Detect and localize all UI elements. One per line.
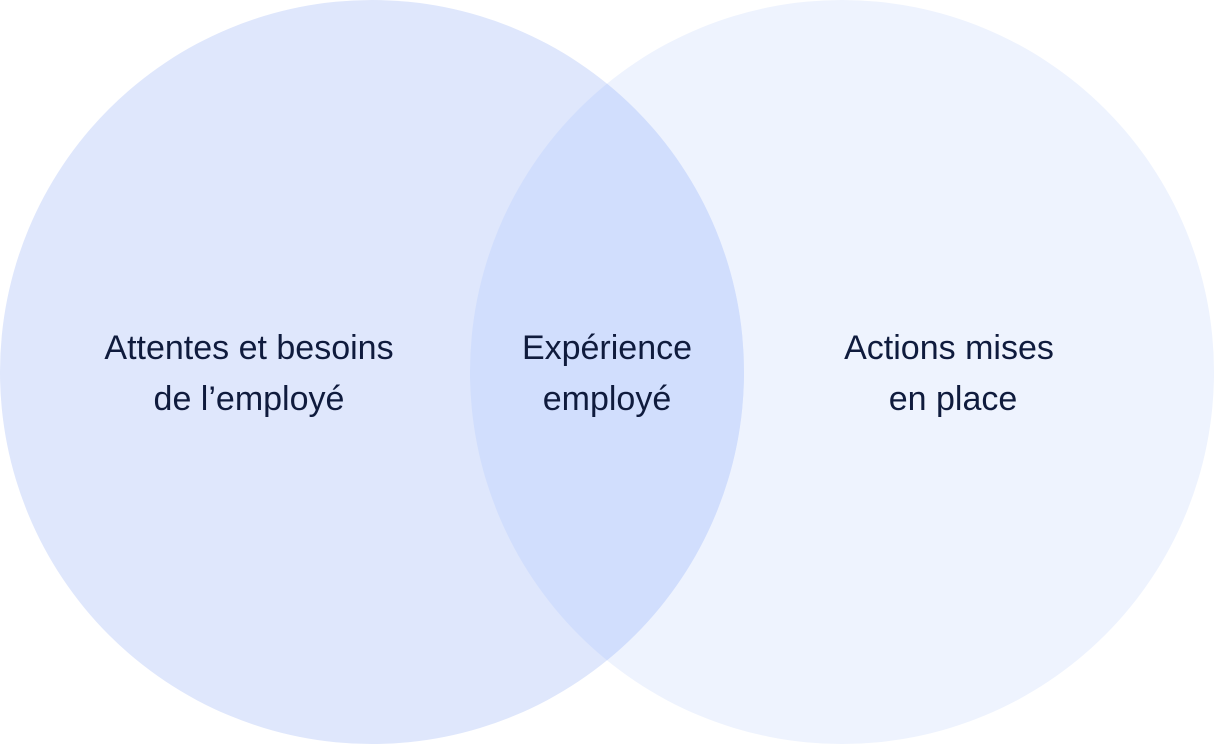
center-label-line1: Expérience [522,329,692,367]
center-label: Expérience employé [522,329,692,418]
right-label-line2: en place [889,380,1018,418]
right-label: Actions mises en place [844,329,1054,418]
intersection-area [470,0,744,744]
left-label: Attentes et besoins de l’employé [104,329,393,418]
center-label-line2: employé [543,380,672,418]
left-label-line2: de l’employé [154,380,345,418]
left-label-line1: Attentes et besoins [104,329,393,367]
right-label-line1: Actions mises [844,329,1054,367]
